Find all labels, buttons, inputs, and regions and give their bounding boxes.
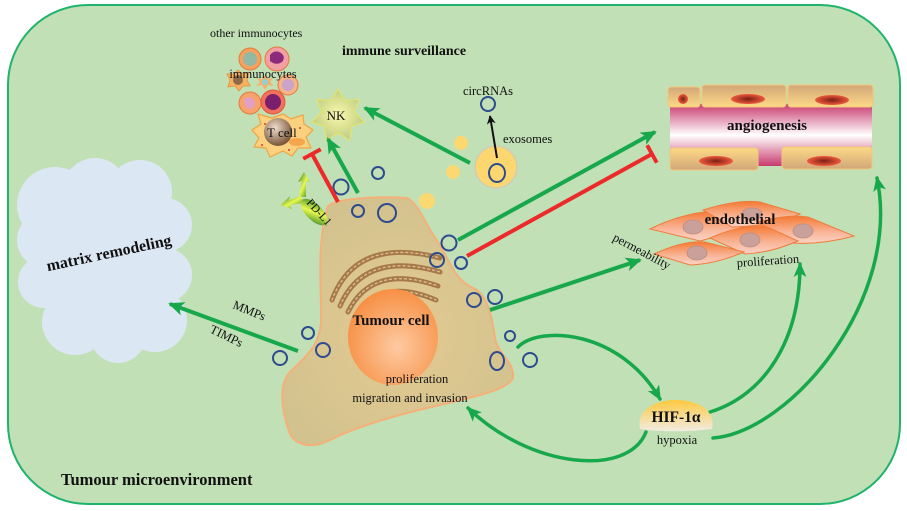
vessel-cell-nucleus <box>807 156 841 166</box>
t-cell-nucleus <box>264 118 292 146</box>
immunocyte-cluster <box>226 46 299 115</box>
other-immunocytes-label: other immunocytes <box>210 26 303 40</box>
vesicle <box>351 204 365 218</box>
endothelial-nucleus <box>741 207 763 221</box>
endothelial-nucleus <box>739 232 761 248</box>
hif-1a-badge <box>639 400 713 432</box>
vesicle <box>301 326 315 340</box>
tumour-proliferation-label: proliferation <box>386 372 449 386</box>
arrow-exosome-to-nk <box>363 106 471 165</box>
immunocytes-label: immunocytes <box>229 67 296 81</box>
arrow-exosome-to-circrna <box>486 115 498 159</box>
tumour-microenvironment-label: Tumour microenvironment <box>61 470 253 489</box>
vessel-cell-nucleus <box>731 94 765 104</box>
vesicle <box>440 234 458 252</box>
vesicle <box>377 203 397 223</box>
inhibit-tumour-to-angiogenesis <box>466 144 659 258</box>
exosome-dot <box>419 193 435 209</box>
t-cell-dot <box>299 127 301 129</box>
arrow-hif-to-angiogenesis <box>711 176 886 440</box>
endothelial-label: endothelial <box>705 212 776 228</box>
vesicle <box>489 351 505 371</box>
vesicle <box>487 289 503 305</box>
immunocyte-nucleus <box>233 75 243 85</box>
exosome-circrna-vesicle <box>488 163 506 183</box>
circrnas-label: circRNAs <box>463 84 513 98</box>
vesicles <box>272 166 538 371</box>
arrow-hif-to-endothelial-proliferation <box>708 262 807 414</box>
arrow-tumour-to-hif <box>516 333 662 401</box>
vessel-cell-nucleus <box>678 94 688 104</box>
exosome-dot <box>446 165 460 179</box>
vesicle <box>454 256 468 270</box>
vessel-cell-nucleus <box>699 156 733 166</box>
endothelial-nucleus <box>682 219 704 235</box>
pd-l1-body <box>300 198 328 226</box>
immunocyte-nucleus <box>243 52 257 66</box>
arrow-tumour-to-nk <box>326 137 360 194</box>
vesicle <box>429 252 445 268</box>
inhibit-pd-l1-to-t-cell <box>302 147 340 203</box>
exosome-dot <box>454 136 468 150</box>
vesicle <box>504 330 516 342</box>
endothelial-proliferation-label: proliferation <box>736 252 800 270</box>
immunocyte-nucleus <box>282 79 294 91</box>
arrow-tumour-to-permeability <box>489 257 642 312</box>
vesicle <box>332 178 350 196</box>
arrow-hif-to-tumour <box>466 406 648 463</box>
vesicle <box>466 292 482 308</box>
immunocyte-nucleus <box>270 51 284 64</box>
hif-1a-label: HIF-1α <box>651 409 700 426</box>
t-cell-dot <box>261 144 263 146</box>
tumour-nucleus <box>348 289 438 385</box>
vesicle <box>272 350 288 366</box>
t-cell-label: T cell <box>267 125 297 140</box>
immune-surveillance-label: immune surveillance <box>342 44 466 59</box>
t-cell-granule <box>289 138 305 146</box>
immunocyte-nucleus <box>244 97 255 110</box>
migration-invasion-label: migration and invasion <box>352 391 468 405</box>
arrow-tumour-to-matrix <box>168 302 299 353</box>
t-cell-dot <box>264 123 266 125</box>
nk-cell <box>311 88 365 141</box>
angiogenesis-label: angiogenesis <box>727 118 807 134</box>
nk-label: NK <box>327 108 346 123</box>
immunocyte-nucleus <box>262 79 268 85</box>
t-cell-dot <box>288 149 290 151</box>
vessel-cell-nucleus <box>815 95 849 105</box>
vesicle <box>315 342 331 358</box>
vesicle <box>371 166 385 180</box>
tumour-cell-label: Tumour cell <box>352 313 429 329</box>
exosomes-label: exosomes <box>503 132 552 146</box>
endothelial-nucleus <box>686 245 708 261</box>
vesicle <box>522 352 538 368</box>
endothelial-nucleus <box>792 223 814 239</box>
pd-l1-receptor <box>281 172 328 226</box>
immunocyte-nucleus <box>265 94 281 110</box>
hypoxia-label: hypoxia <box>657 433 698 447</box>
t-cell <box>251 113 314 158</box>
blood-vessel <box>667 84 874 171</box>
circrna-vesicle <box>480 96 496 112</box>
endothelial-nuclei <box>682 207 814 261</box>
pd-l1-arm <box>281 196 303 209</box>
pd-l1-arm <box>298 172 310 197</box>
arrow-tumour-to-angiogenesis <box>457 130 657 242</box>
